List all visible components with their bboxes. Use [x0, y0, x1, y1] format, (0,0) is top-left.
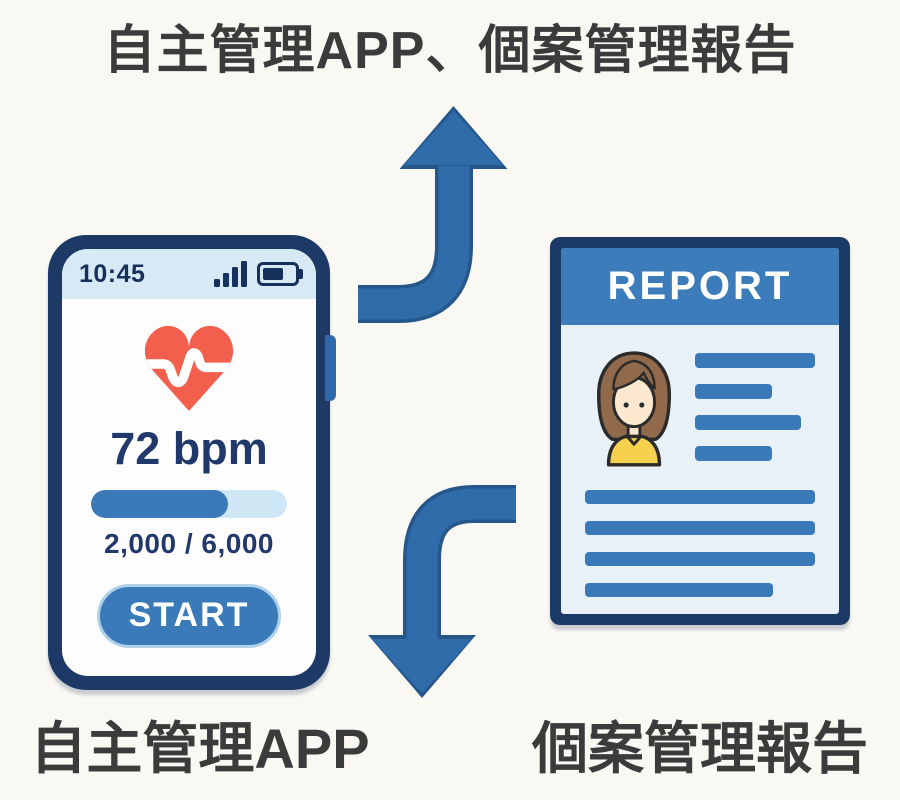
caption-report: 個案管理報告 [532, 717, 868, 780]
battery-fill [263, 268, 283, 280]
phone-mockup: 10:45 [48, 235, 336, 690]
report-title: REPORT [607, 264, 793, 308]
steps-progress-bar [91, 489, 287, 518]
report-detail-bars [695, 345, 815, 467]
heart-rate-value: 72 bpm [110, 423, 268, 474]
report-text-bar [585, 583, 773, 597]
start-button-label: START [128, 596, 250, 634]
report-text-bar [585, 490, 815, 504]
report-page: REPORT [561, 248, 839, 614]
arrow-down-icon [368, 485, 516, 698]
status-icons [214, 261, 303, 287]
phone-screen: 10:45 [62, 249, 316, 676]
report-text-bar [695, 384, 772, 399]
status-time: 10:45 [79, 259, 146, 288]
report-text-bar [695, 446, 772, 461]
report-profile-row [585, 345, 815, 467]
report-text-bar [695, 415, 801, 430]
report-header: REPORT [561, 248, 839, 325]
report-text-bar [585, 552, 815, 566]
heart-pulse-icon [144, 325, 234, 412]
progress-fill [91, 489, 229, 518]
woman-avatar-icon [597, 351, 671, 467]
report-card: REPORT [550, 237, 850, 625]
steps-count: 2,000 / 6,000 [104, 527, 274, 559]
report-text-bar [695, 353, 815, 368]
battery-nub [299, 269, 303, 279]
phone-status-bar: 10:45 [62, 249, 316, 299]
report-body-bars [585, 490, 815, 597]
report-body [561, 325, 839, 614]
phone-app-content: 72 bpm 2,000 / 6,000 START [62, 299, 316, 676]
diagram-title: 自主管理APP、個案管理報告 [103, 22, 797, 80]
caption-app: 自主管理APP [30, 717, 370, 780]
start-button[interactable]: START [97, 583, 281, 648]
phone-side-button [325, 335, 336, 401]
signal-icon [214, 261, 247, 287]
arrow-up-icon [358, 106, 508, 323]
battery-icon [257, 262, 303, 286]
report-text-bar [585, 521, 815, 535]
